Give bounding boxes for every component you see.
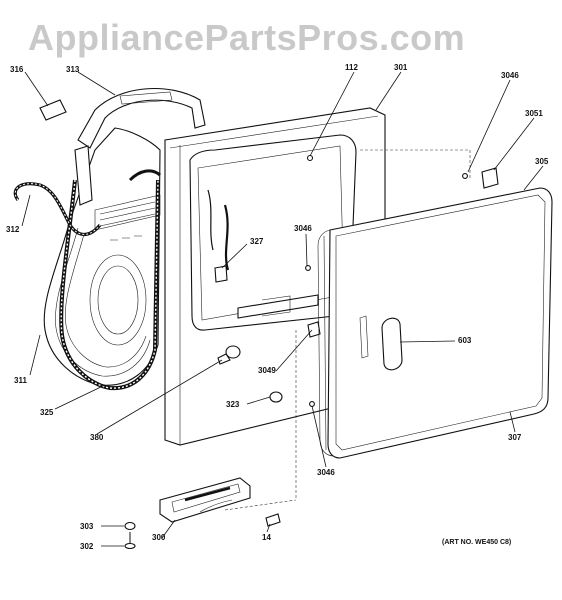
callout-311: 311 [14,376,27,385]
screw-112 [306,154,314,162]
foot-pad [124,521,136,531]
callout-325: 325 [40,408,54,417]
callout-312: 312 [6,225,20,234]
push-button [269,391,283,403]
callout-300: 300 [152,533,166,542]
callout-301: 301 [394,63,408,72]
leader-lines [21,71,544,547]
callout-316: 316 [10,65,24,74]
door-assembly [317,187,553,459]
door-latch [307,321,321,338]
lint-filter [159,477,251,523]
art-number: (ART NO. WE450 C8) [442,539,511,546]
callout-380: 380 [90,433,104,442]
callout-307: 307 [508,433,522,442]
callout-3051: 3051 [525,109,543,118]
callout-labels: 316 313 112 301 3046 3051 305 312 327 30… [6,63,549,551]
callout-112: 112 [345,63,358,72]
screw-3046-top [462,173,468,179]
callout-323: 323 [226,400,240,409]
callout-305: 305 [535,157,549,166]
callout-3046-mid: 3046 [294,224,312,233]
callout-3046-top: 3046 [501,71,519,80]
door-strike [481,167,499,189]
start-knob [217,345,241,365]
callout-302: 302 [80,542,94,551]
door-switch [214,265,228,283]
callout-3049: 3049 [258,366,276,375]
callout-3046-low: 3046 [317,468,335,477]
screw-3046-low [309,401,315,407]
callout-14: 14 [262,533,271,542]
callout-303: 303 [80,522,94,531]
bracket-14 [265,513,281,527]
callout-603: 603 [458,336,472,345]
callout-313: 313 [66,65,80,74]
front-bulkhead-assembly [43,127,161,386]
callout-327: 327 [250,237,264,246]
clip-part [39,99,67,121]
leveling-leg [124,532,136,550]
screw-3046-mid [305,265,311,271]
top-bracket [74,88,206,206]
watermark-text: AppliancePartsPros.com [28,17,465,58]
